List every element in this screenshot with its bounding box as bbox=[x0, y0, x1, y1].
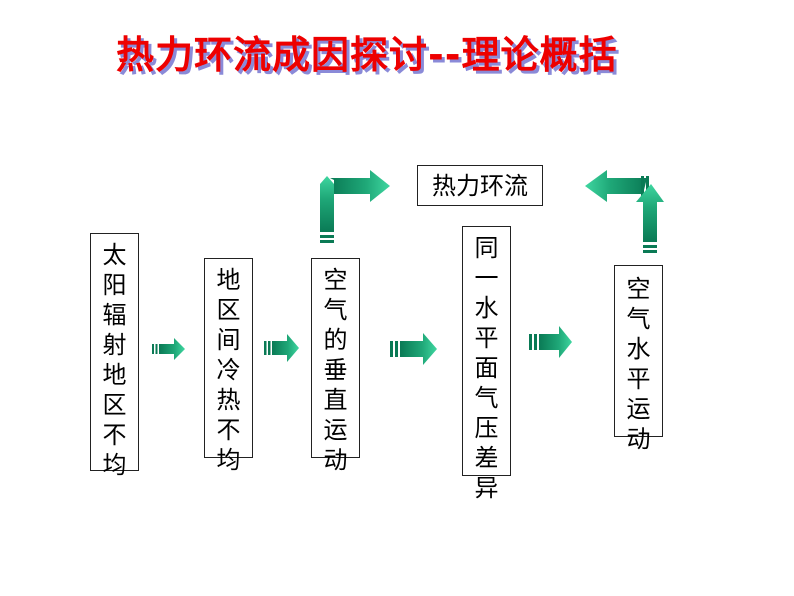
node-label: 太阳辐射地区不均 bbox=[102, 241, 127, 479]
node-label: 空气水平运动 bbox=[626, 275, 651, 453]
bent-arrow-up-right-icon bbox=[320, 170, 390, 243]
node-vertical-motion: 空气的垂直运动 bbox=[311, 258, 360, 474]
arrow-right-icon bbox=[390, 333, 437, 365]
node-horizontal-motion: 空气水平运动 bbox=[614, 265, 663, 453]
node-label: 地区间冷热不均 bbox=[216, 266, 241, 474]
node-pressure-difference: 同一水平面气压差异 bbox=[462, 226, 511, 502]
node-label: 同一水平面气压差异 bbox=[474, 234, 499, 502]
node-thermal-circulation: 热力环流 bbox=[417, 165, 543, 206]
node-label: 热力环流 bbox=[432, 171, 528, 200]
node-regional-temperature: 地区间冷热不均 bbox=[204, 258, 253, 474]
bent-arrow-up-left-icon bbox=[585, 170, 664, 253]
page-title: 热力环流成因探讨--理论概括 bbox=[116, 33, 618, 77]
node-solar-radiation: 太阳辐射地区不均 bbox=[90, 233, 139, 479]
arrow-right-icon bbox=[264, 334, 299, 362]
arrow-right-icon bbox=[152, 338, 185, 360]
node-label: 空气的垂直运动 bbox=[323, 266, 348, 474]
arrow-right-icon bbox=[529, 326, 572, 358]
